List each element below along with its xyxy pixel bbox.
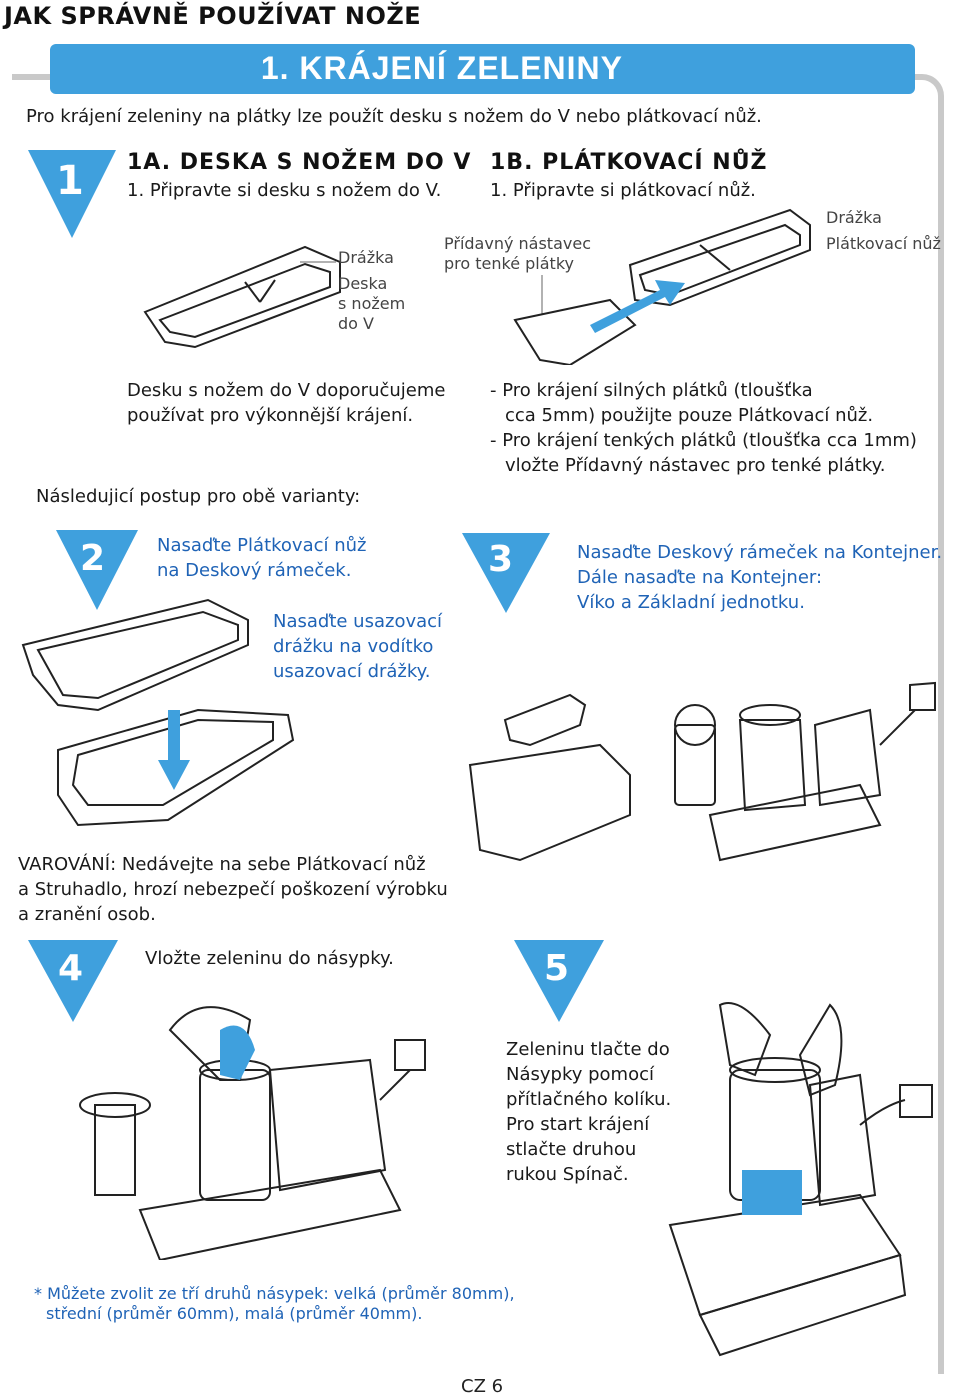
label-board: Deska s nožem do V [338, 274, 406, 333]
frame-assembly-illustration [21, 598, 295, 827]
step-4-number: 4 [58, 948, 84, 989]
step-1a-text: 1. Připravte si desku s nožem do V. [127, 180, 442, 201]
slicing-operation-illustration [668, 1002, 933, 1357]
notes-1b: - Pro krájení silných plátků (tloušťka c… [490, 380, 917, 476]
step-2-text: Nasaďte Plátkovací nůž na Deskový rámeče… [157, 535, 367, 581]
insert-vegetable-illustration [79, 1006, 426, 1260]
step-1b-text: 1. Připravte si plátkovací nůž. [490, 180, 756, 201]
warning-text: VAROVÁNÍ: Nedávejte na sebe Plátkovací n… [18, 854, 448, 925]
step-4-text: Vložte zeleninu do násypky. [145, 948, 394, 969]
label-knife: Plátkovací nůž [826, 234, 941, 253]
section-title: 1. KRÁJENÍ ZELENINY [260, 50, 623, 86]
label-attachment: Přídavný nástavec pro tenké plátky [444, 234, 591, 273]
both-variants-label: Následujicí postup pro obě varianty: [36, 486, 361, 507]
container-assembly-illustration [468, 681, 936, 862]
step-triangle-icon [28, 150, 116, 238]
step-1a-title: 1A. DESKA S NOŽEM DO V [127, 150, 472, 175]
section-banner: 1. KRÁJENÍ ZELENINY [50, 44, 915, 94]
step-triangle-icon [28, 940, 118, 1022]
footnote: * Můžete zvolit ze tří druhů násypek: ve… [34, 1284, 515, 1323]
step-triangle-icon [462, 533, 550, 613]
step-2-number: 2 [80, 538, 106, 579]
label-groove-1a: Drážka [338, 248, 394, 267]
page-heading: JAK SPRÁVNĚ POUŽÍVAT NOŽE [4, 2, 422, 30]
step-1-number: 1 [56, 158, 84, 204]
step-5-number: 5 [544, 948, 570, 989]
label-groove-1b: Drážka [826, 208, 882, 227]
slicing-knife-illustration [513, 208, 811, 365]
step-triangle-icon [56, 530, 138, 610]
page-number: CZ 6 [461, 1376, 504, 1397]
step-1b-title: 1B. PLÁTKOVACÍ NŮŽ [490, 150, 768, 175]
note-1a: Desku s nožem do V doporučujeme používat… [127, 380, 446, 426]
v-blade-board-illustration [143, 245, 341, 349]
step-2-text-2: Nasaďte usazovací drážku na vodítko usaz… [273, 611, 443, 682]
step-5-text: Zeleninu tlačte do Násypky pomocí přítla… [506, 1039, 672, 1185]
step-3-text: Nasaďte Deskový rámeček na Kontejner. Dá… [577, 542, 943, 613]
step-triangle-icon [514, 940, 604, 1022]
intro-text: Pro krájení zeleniny na plátky lze použí… [26, 106, 762, 127]
step-3-number: 3 [488, 539, 514, 580]
